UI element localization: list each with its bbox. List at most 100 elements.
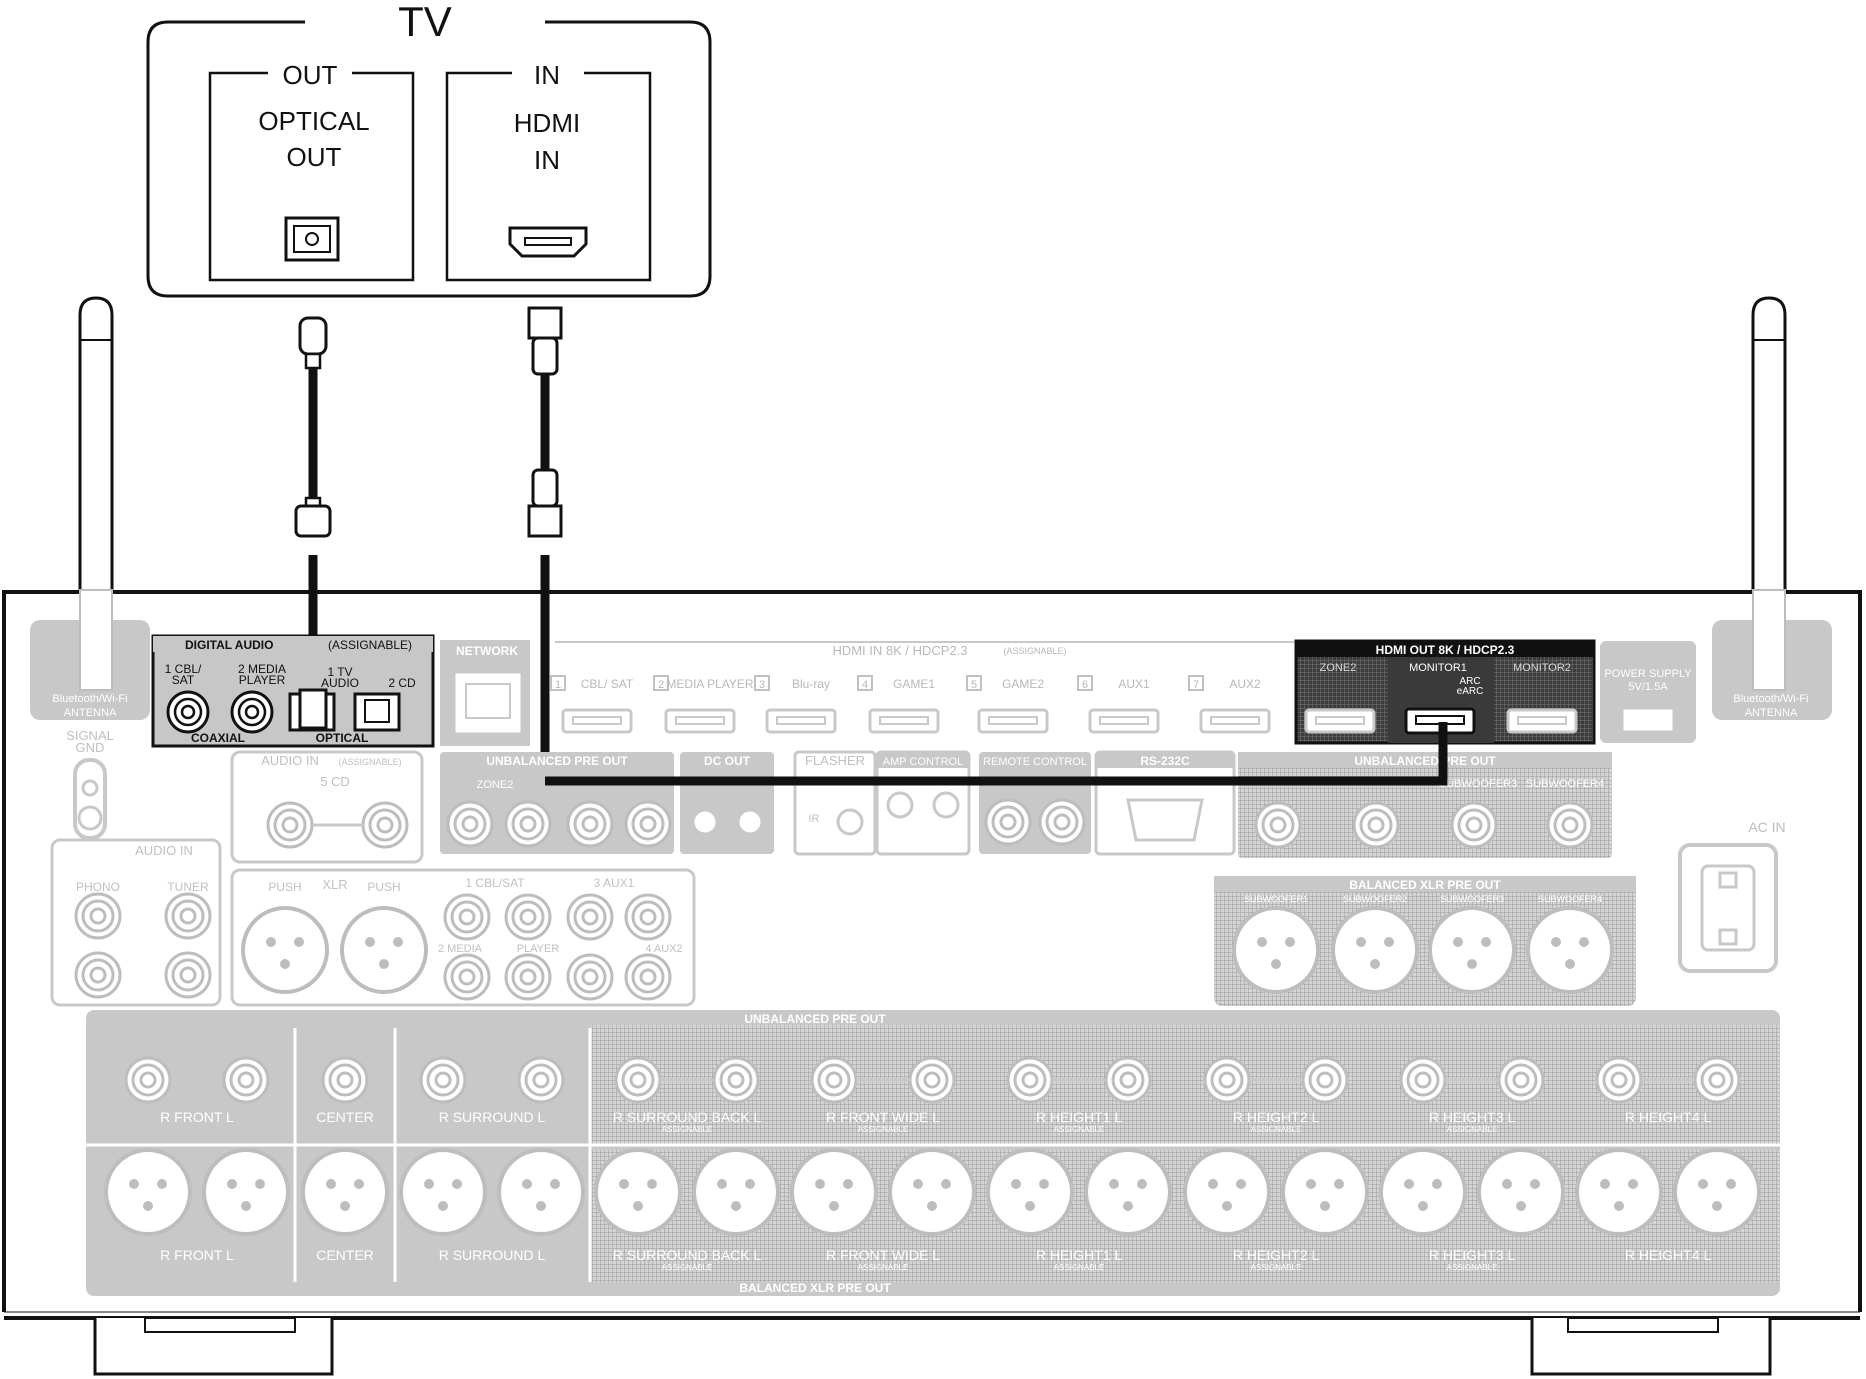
ac-in-label: AC IN	[1748, 819, 1785, 835]
hdmi-out-header: HDMI OUT 8K / HDCP2.3	[1376, 643, 1515, 657]
channel-label: CENTER	[316, 1247, 374, 1263]
tv-in-header: IN	[534, 60, 560, 90]
channel-label: R HEIGHT2 L	[1233, 1109, 1320, 1125]
hdmi-in-label-4: GAME1	[893, 677, 935, 691]
xlr-jack	[1379, 1148, 1467, 1236]
network-label: NETWORK	[456, 644, 518, 658]
hdmi-in-label-1: CBL/ SAT	[581, 677, 634, 691]
hdmi-in-num-4: 4	[862, 679, 868, 691]
player-label: PLAYER	[517, 943, 560, 955]
hdmi-in-num-2: 2	[658, 679, 664, 691]
xlr-jack	[594, 1148, 682, 1236]
channel-label: R FRONT L	[160, 1247, 234, 1263]
hdmi-out-monitor1: MONITOR1	[1409, 662, 1467, 674]
xlr-jack	[202, 1148, 290, 1236]
xlr-jack	[301, 1148, 389, 1236]
hdmi-in-port-4: 4 GAME1	[857, 675, 940, 734]
channel-group-height4: R HEIGHT4 LR HEIGHT4 L	[1575, 1056, 1761, 1263]
flasher-label: FLASHER	[805, 753, 865, 768]
channel-group-front: R FRONT LR FRONT L	[104, 1056, 290, 1263]
hdmi-out-earc: eARC	[1457, 686, 1484, 697]
coax2-label-1: 2 MEDIA	[238, 662, 286, 676]
assignable-label: ASSIGNABLE	[662, 1125, 713, 1134]
hdmi-in-num-6: 6	[1082, 679, 1088, 691]
cbl-sat-label: 1 CBL/SAT	[465, 876, 525, 890]
channel-group-surround: R SURROUND L R SURROUND L	[399, 1056, 585, 1263]
channel-label: R HEIGHT1 L	[1036, 1247, 1123, 1263]
tv-title: TV	[398, 0, 452, 45]
channel-label: R HEIGHT2 L	[1233, 1247, 1320, 1263]
assignable-label: ASSIGNABLE	[1251, 1125, 1302, 1134]
antenna-left-label-2: ANTENNA	[64, 707, 117, 719]
rca-jack	[1399, 1056, 1447, 1104]
hdmi-cable-run	[545, 722, 1448, 786]
tv-out-header: OUT	[283, 60, 338, 90]
xlr-jack	[497, 1148, 585, 1236]
power-supply-label-2: 5V/1.5A	[1628, 681, 1668, 693]
assignable-label: ASSIGNABLE	[1054, 1263, 1105, 1272]
audio-in-top: AUDIO IN (ASSIGNABLE) 5 CD	[230, 750, 424, 864]
hdmi-in-num-1: 1	[555, 679, 561, 691]
antenna-left-label-1: Bluetooth/Wi-Fi	[52, 693, 127, 705]
network-block: NETWORK	[440, 640, 530, 746]
channel-label: CENTER	[316, 1109, 374, 1125]
rca-jack	[222, 1056, 270, 1104]
rca-jack	[614, 1056, 662, 1104]
channel-label: R SURROUND L	[439, 1247, 546, 1263]
hdmi-in-socket-4	[868, 708, 940, 734]
tv-hdmi-in-label-2: IN	[534, 145, 560, 175]
tv-optical-out-label-1: OPTICAL	[258, 106, 369, 136]
channel-label: R FRONT WIDE L	[826, 1247, 940, 1263]
hdmi-in-num-7: 7	[1193, 679, 1199, 691]
unbalanced-pre-out-sub-header: UNBALANCED PRE OUT	[1354, 754, 1496, 768]
remote-control-label: REMOTE CONTROL	[983, 756, 1087, 768]
hdmi-in-port-7: 7 AUX2	[1188, 675, 1271, 734]
unbalanced-pre-out-bottom-header: UNBALANCED PRE OUT	[744, 1012, 886, 1026]
hdmi-out-block: HDMI OUT 8K / HDCP2.3 ZONE2 MONITOR1 ARC…	[1294, 639, 1596, 745]
channel-label: R SURROUND BACK L	[613, 1109, 762, 1125]
channel-group-center: CENTER CENTER	[301, 1056, 389, 1263]
tv-panel: TV OUT OPTICAL OUT IN HDMI IN	[146, 0, 712, 298]
coax2-jack	[230, 690, 274, 734]
optical-cable	[294, 316, 332, 718]
channel-label: R SURROUND L	[439, 1109, 546, 1125]
subwoofer2-label: SUBWOOFER2	[1343, 894, 1407, 904]
hdmi-in-label-7: AUX2	[1229, 677, 1261, 691]
media-player-2-label: 2 MEDIA	[438, 943, 483, 955]
dc-out-label: DC OUT	[704, 754, 751, 768]
subwoofer4-xlr-label: SUBWOOFER4	[1538, 894, 1602, 904]
coax2-label-2: PLAYER	[239, 673, 286, 687]
audio-in-left-label: AUDIO IN	[135, 843, 193, 858]
push-label-2: PUSH	[367, 880, 400, 894]
amp-control-label: AMP CONTROL	[883, 756, 963, 768]
antenna-base-right: Bluetooth/Wi-Fi ANTENNA	[1712, 589, 1832, 720]
coaxial-label: COAXIAL	[191, 731, 245, 745]
tv-hdmi-in-label-1: HDMI	[514, 108, 580, 138]
digital-audio-header: DIGITAL AUDIO	[185, 638, 273, 652]
optical-label: OPTICAL	[316, 731, 369, 745]
xlr-jack	[790, 1148, 878, 1236]
power-supply-label-1: POWER SUPPLY	[1604, 668, 1692, 680]
optical1-label-1: 1 TV	[327, 665, 352, 679]
channel-label: R HEIGHT3 L	[1429, 1247, 1516, 1263]
rca-jack	[124, 1056, 172, 1104]
antenna-right	[1751, 296, 1787, 590]
rca-jack	[321, 1056, 369, 1104]
antenna-base-left: Bluetooth/Wi-Fi ANTENNA	[30, 589, 150, 720]
rca-jack	[1006, 1056, 1054, 1104]
hdmi-in-socket-5	[977, 708, 1049, 734]
digital-audio-block: DIGITAL AUDIO (ASSIGNABLE) 1 CBL/ SAT 2 …	[151, 634, 435, 748]
rca-jack	[419, 1056, 467, 1104]
antenna-left	[78, 296, 114, 590]
audio-in-top-note: (ASSIGNABLE)	[338, 757, 401, 767]
assignable-label: ASSIGNABLE	[1054, 1125, 1105, 1134]
assignable-label: ASSIGNABLE	[858, 1125, 909, 1134]
hdmi-out-arc: ARC	[1459, 676, 1480, 687]
tuner-label: TUNER	[167, 880, 209, 894]
